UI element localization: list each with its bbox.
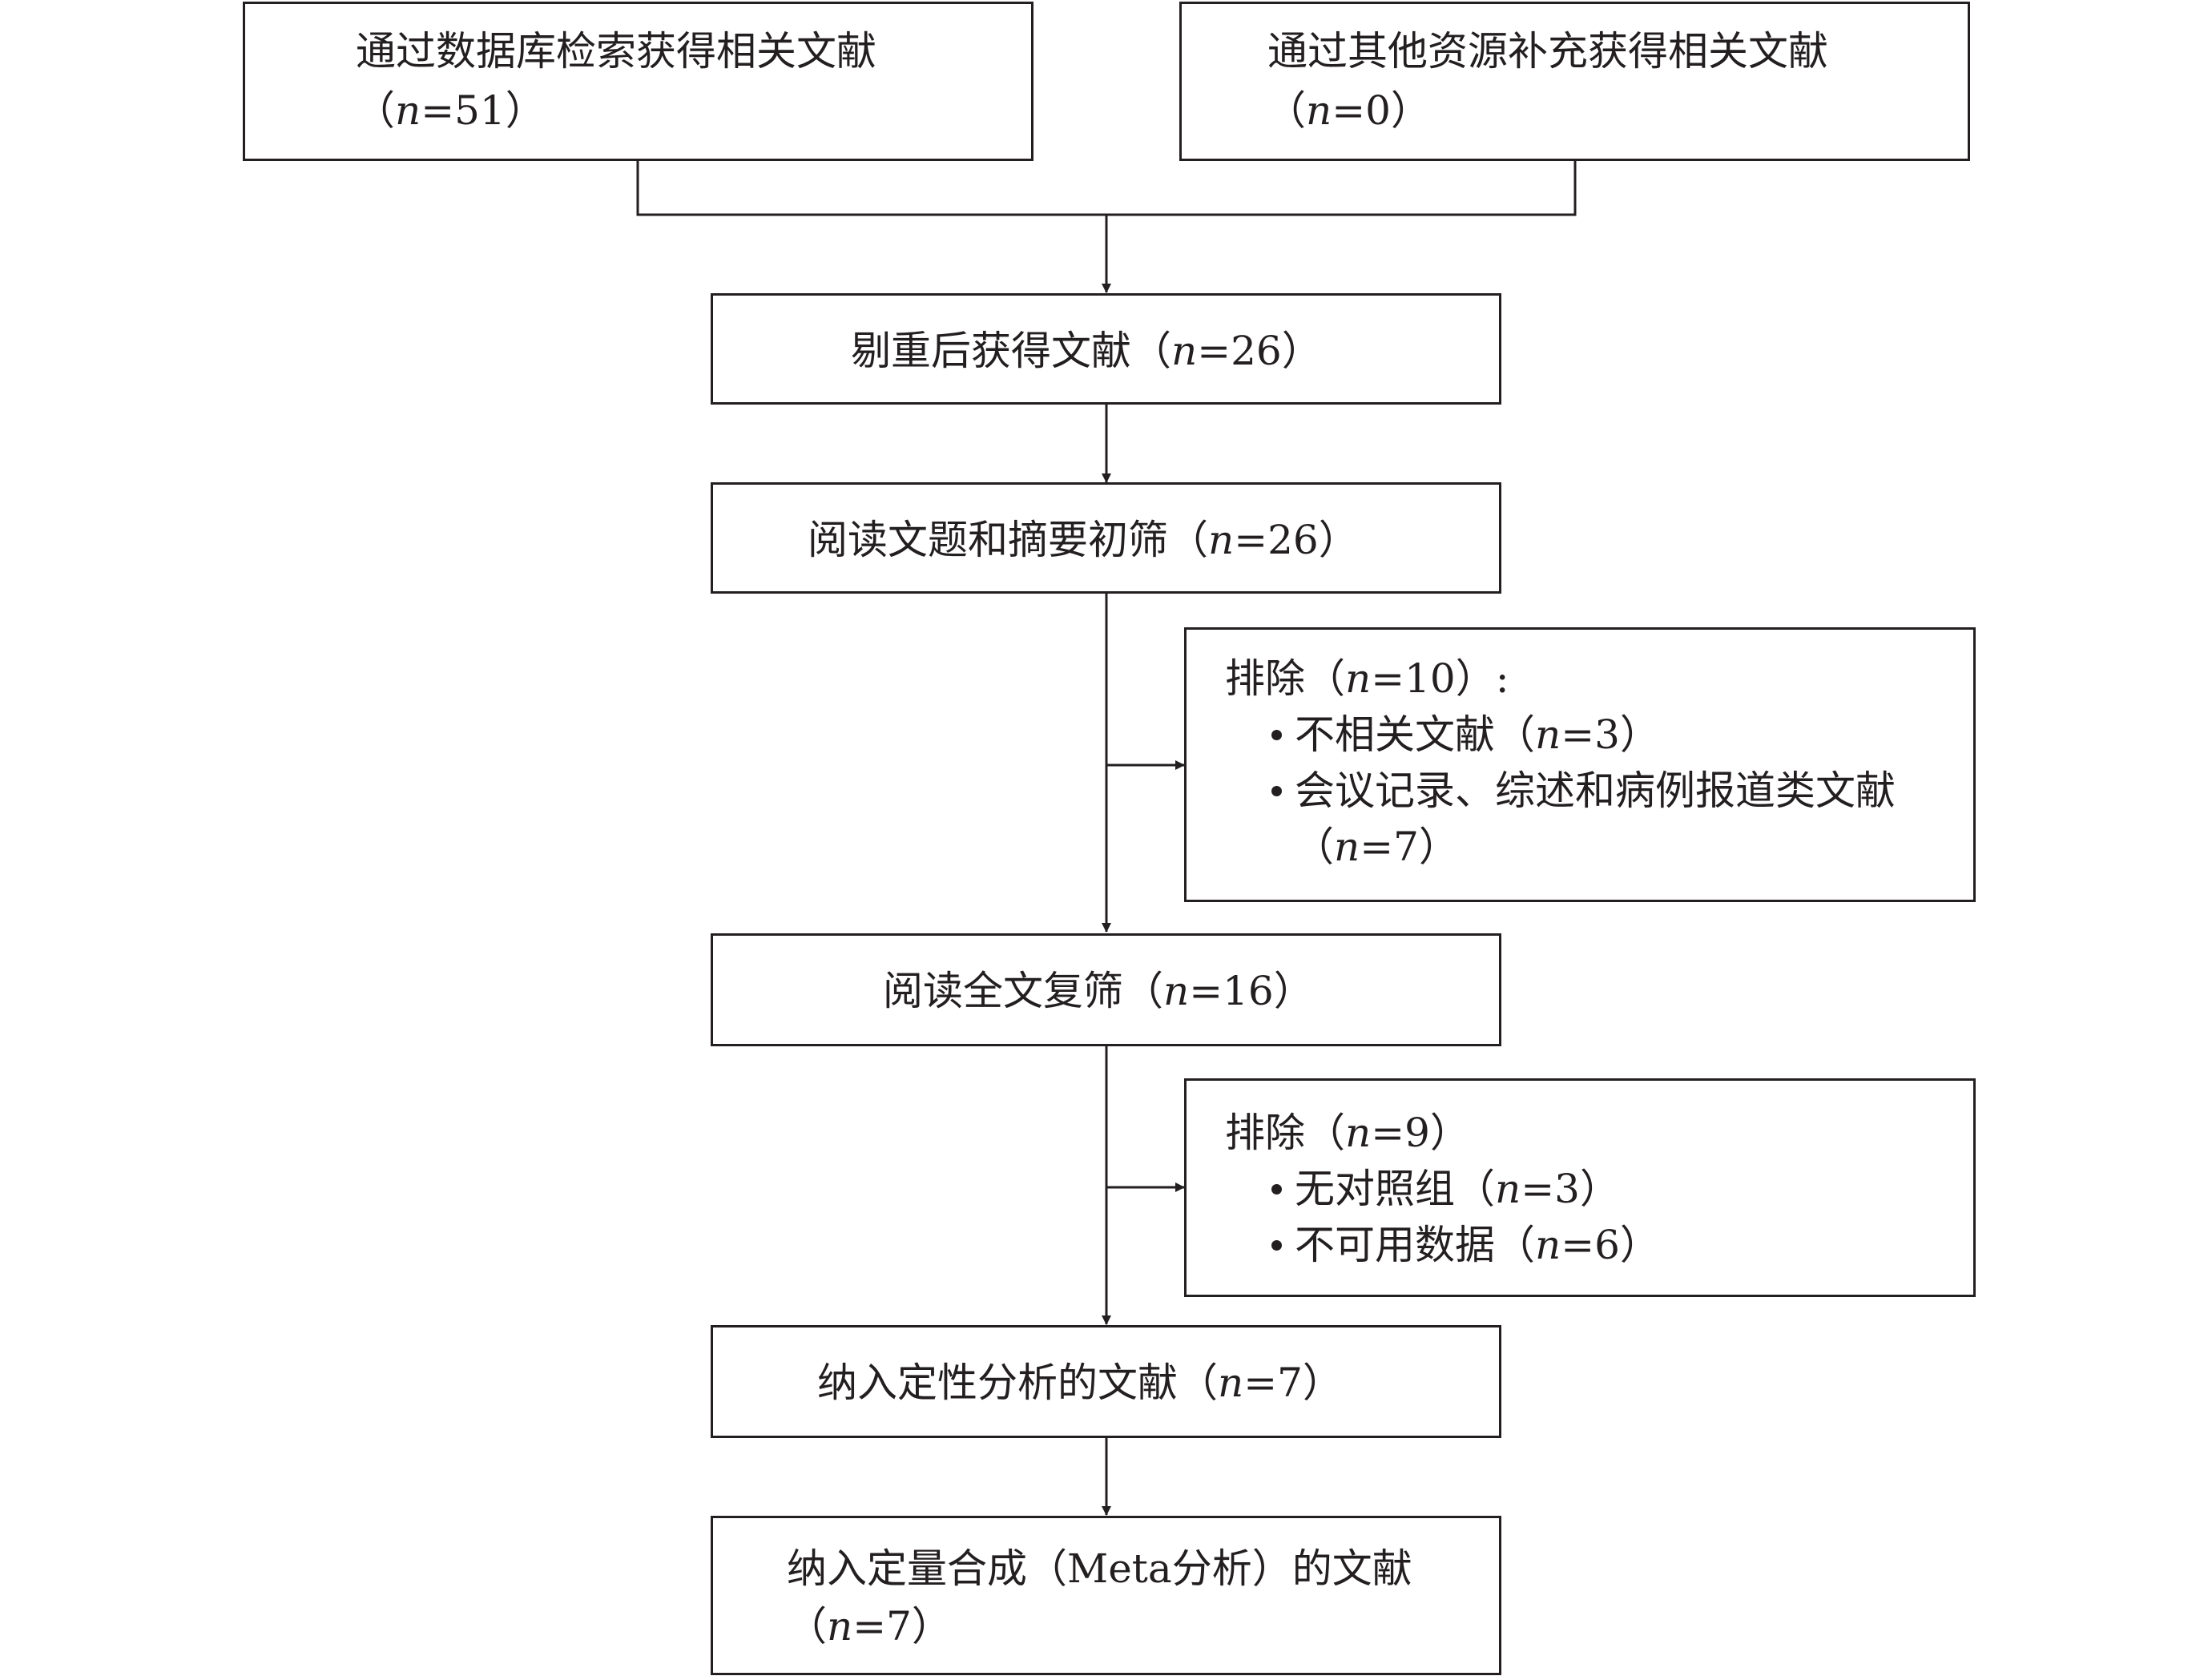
db-search-label: 通过数据库检索获得相关文献: [356, 28, 876, 75]
quantitative-box: 纳入定量合成（Meta分析）的文献 （n=7）: [711, 1516, 1501, 1675]
bullet-icon: [1271, 1239, 1282, 1251]
other-sources-count: （n=0）: [1266, 87, 1431, 134]
title-abstract-label: 阅读文题和摘要初筛（n=26）: [808, 517, 1359, 563]
title-abstract-box: 阅读文题和摘要初筛（n=26）: [711, 482, 1501, 594]
qualitative-label: 纳入定性分析的文献（n=7）: [817, 1360, 1343, 1406]
full-text-label: 阅读全文复筛（n=16）: [883, 968, 1314, 1014]
dedup-label: 剔重后获得文献（n=26）: [851, 328, 1322, 374]
exclusion-box-1: 排除（n=10）: 不相关文献（n=3） 会议记录、综述和病例报道类文献 （n=…: [1184, 627, 1976, 902]
exclusion-1-item-2: 会议记录、综述和病例报道类文献: [1271, 771, 1896, 811]
merge-connector: [636, 160, 1577, 216]
bullet-icon: [1271, 1183, 1282, 1195]
bullet-icon: [1271, 729, 1282, 740]
dedup-box: 剔重后获得文献（n=26）: [711, 293, 1501, 405]
exclusion-2-item-1: 无对照组（n=3）: [1271, 1169, 1620, 1209]
exclusion-1-item-2-count: （n=7）: [1294, 824, 1459, 870]
other-sources-label: 通过其他资源补充获得相关文献: [1267, 28, 1828, 75]
quantitative-count: （n=7）: [787, 1603, 952, 1650]
db-search-box: 通过数据库检索获得相关文献 （n=51）: [243, 2, 1033, 161]
exclusion-1-header: 排除（n=10）:: [1225, 655, 1509, 702]
quantitative-label: 纳入定量合成（Meta分析）的文献: [787, 1545, 1412, 1592]
exclusion-1-item-1: 不相关文献（n=3）: [1271, 715, 1660, 755]
exclusion-box-2: 排除（n=9） 无对照组（n=3） 不可用数据（n=6）: [1184, 1078, 1976, 1297]
exclusion-2-header: 排除（n=9）: [1225, 1110, 1470, 1156]
full-text-box: 阅读全文复筛（n=16）: [711, 933, 1501, 1046]
other-sources-box: 通过其他资源补充获得相关文献 （n=0）: [1179, 2, 1970, 161]
bullet-icon: [1271, 785, 1282, 796]
qualitative-box: 纳入定性分析的文献（n=7）: [711, 1325, 1501, 1438]
exclusion-2-item-2: 不可用数据（n=6）: [1271, 1225, 1660, 1265]
db-search-count: （n=51）: [355, 87, 546, 134]
